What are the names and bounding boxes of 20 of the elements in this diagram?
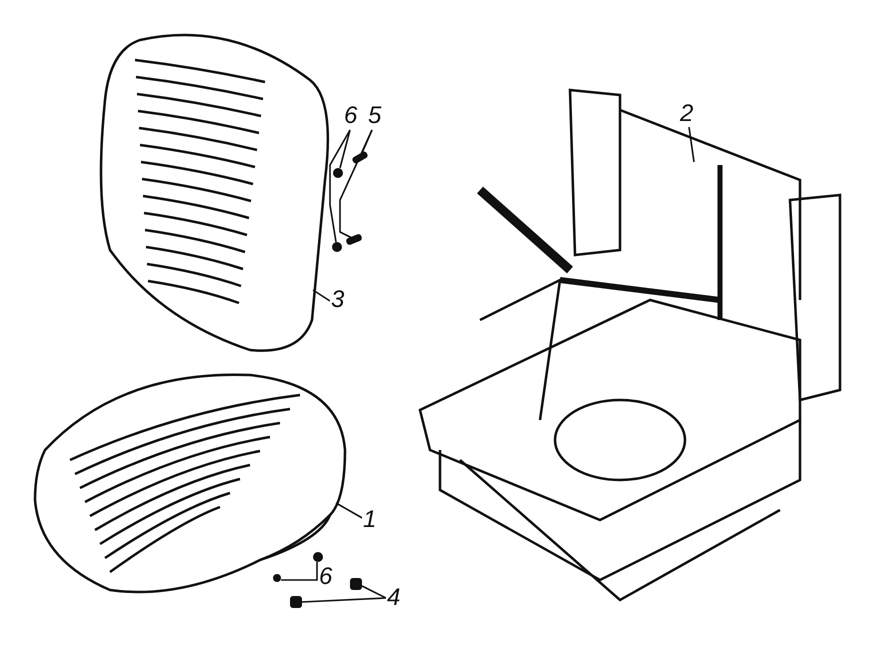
nut: [290, 596, 302, 608]
leader-line: [362, 585, 386, 599]
washer: [273, 574, 281, 582]
leader-line: [302, 597, 386, 603]
leader-line: [339, 130, 373, 239]
leader-line: [316, 562, 318, 578]
leader-line: [329, 130, 351, 242]
seat-cushion-drawing: [34, 374, 346, 594]
nut: [350, 578, 362, 590]
leader-line: [336, 502, 364, 520]
leader-line: [281, 578, 318, 581]
leader-line: [688, 126, 695, 162]
bolt: [345, 233, 363, 246]
washer: [332, 242, 342, 252]
washer: [333, 168, 343, 178]
seat-back-drawing: [100, 34, 330, 352]
washer: [313, 552, 323, 562]
leader-line: [312, 289, 330, 302]
leader-line: [339, 130, 351, 168]
seat-frame-drawing: [418, 88, 842, 602]
